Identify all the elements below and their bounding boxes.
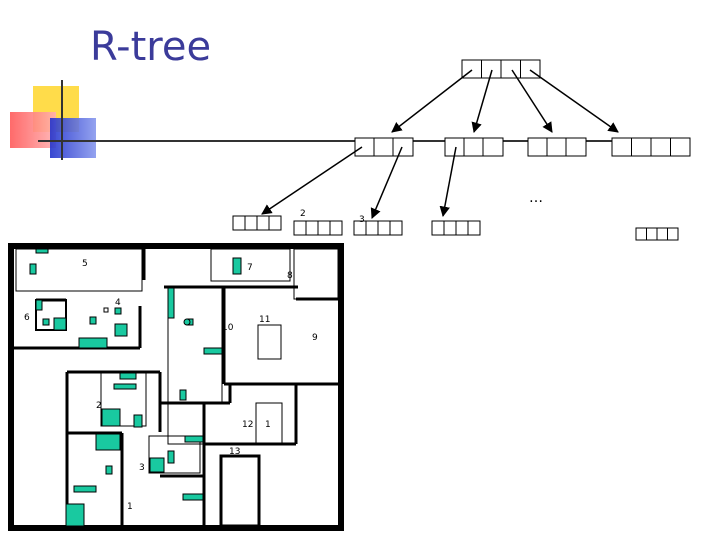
region-label-2: 2 bbox=[96, 401, 102, 411]
region-label-8: 8 bbox=[287, 271, 293, 281]
vertical-decor-line bbox=[61, 80, 63, 160]
region-label-12: 12 bbox=[242, 420, 253, 430]
node-label-2: 2 bbox=[300, 209, 306, 219]
level1-arrows bbox=[261, 146, 457, 219]
data-entries bbox=[29, 248, 242, 527]
level2-node-2 bbox=[293, 220, 343, 236]
region-label-5: 5 bbox=[82, 259, 88, 269]
blue-decor-square bbox=[50, 118, 96, 158]
root-node bbox=[461, 59, 541, 79]
region-label-1a: 1 bbox=[265, 420, 271, 430]
region-label-13: 13 bbox=[229, 447, 240, 457]
level2-node-3 bbox=[353, 220, 403, 236]
level1-node-a bbox=[354, 137, 414, 157]
region-label-3: 3 bbox=[139, 463, 145, 473]
level1-node-d bbox=[611, 137, 691, 157]
level1-node-c bbox=[527, 137, 587, 157]
region-label-10: 10 bbox=[222, 323, 234, 333]
node-label-3: 3 bbox=[359, 215, 365, 225]
level2-node-4 bbox=[431, 220, 481, 236]
level1-node-b bbox=[444, 137, 504, 157]
region-label-11: 11 bbox=[259, 315, 270, 325]
spatial-map bbox=[8, 243, 344, 531]
region-label-1b: 1 bbox=[127, 502, 133, 512]
level2-node-1 bbox=[232, 215, 282, 231]
horizontal-decor-line bbox=[38, 140, 650, 142]
region-label-6: 6 bbox=[24, 313, 30, 323]
region-label-7: 7 bbox=[247, 263, 253, 273]
root-arrows bbox=[391, 69, 619, 134]
region-label-4: 4 bbox=[115, 298, 121, 308]
ellipsis-text: … bbox=[529, 190, 543, 206]
region-labels: 5 7 8 4 6 11 10 9 2 12 1 13 3 1 bbox=[24, 259, 318, 512]
level2-node-5 bbox=[635, 227, 679, 241]
red-decor-square bbox=[10, 112, 56, 148]
region-label-9: 9 bbox=[312, 333, 318, 343]
slide-title: R-tree bbox=[90, 24, 212, 70]
